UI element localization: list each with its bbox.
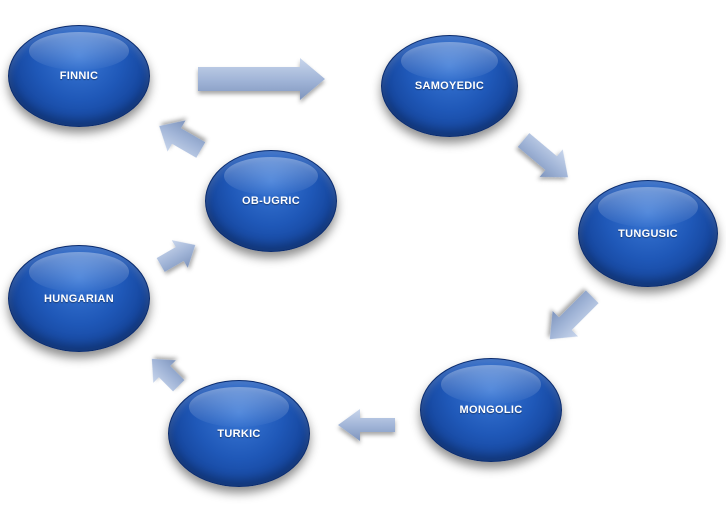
node-label-finnic: FINNIC <box>59 70 99 82</box>
node-label-ob-ugric: OB-UGRIC <box>241 195 300 207</box>
node-turkic: TURKIC <box>168 380 310 487</box>
node-tungusic: TUNGUSIC <box>578 180 718 287</box>
node-label-samoyedic: SAMOYEDIC <box>414 80 485 92</box>
node-mongolic: MONGOLIC <box>420 358 562 462</box>
arrow-samoyedic-to-tungusic <box>517 133 568 178</box>
node-label-tungusic: TUNGUSIC <box>618 227 678 240</box>
arrow-turkic-to-hungarian <box>151 358 185 392</box>
arrow-mongolic-to-turkic <box>338 409 395 441</box>
arrow-hungarian-to-ob-ugric <box>156 240 196 272</box>
arrow-finnic-to-samoyedic <box>198 58 325 100</box>
node-label-turkic: TURKIC <box>217 427 261 440</box>
node-label-mongolic: MONGOLIC <box>459 404 523 416</box>
arrow-tungusic-to-mongolic <box>549 290 599 340</box>
node-hungarian: HUNGARIAN <box>8 245 150 352</box>
node-samoyedic: SAMOYEDIC <box>381 35 518 137</box>
node-finnic: FINNIC <box>8 25 150 127</box>
node-ob-ugric: OB-UGRIC <box>205 150 337 252</box>
node-label-hungarian: HUNGARIAN <box>44 292 114 305</box>
arrow-ob-ugric-to-finnic <box>159 120 206 158</box>
